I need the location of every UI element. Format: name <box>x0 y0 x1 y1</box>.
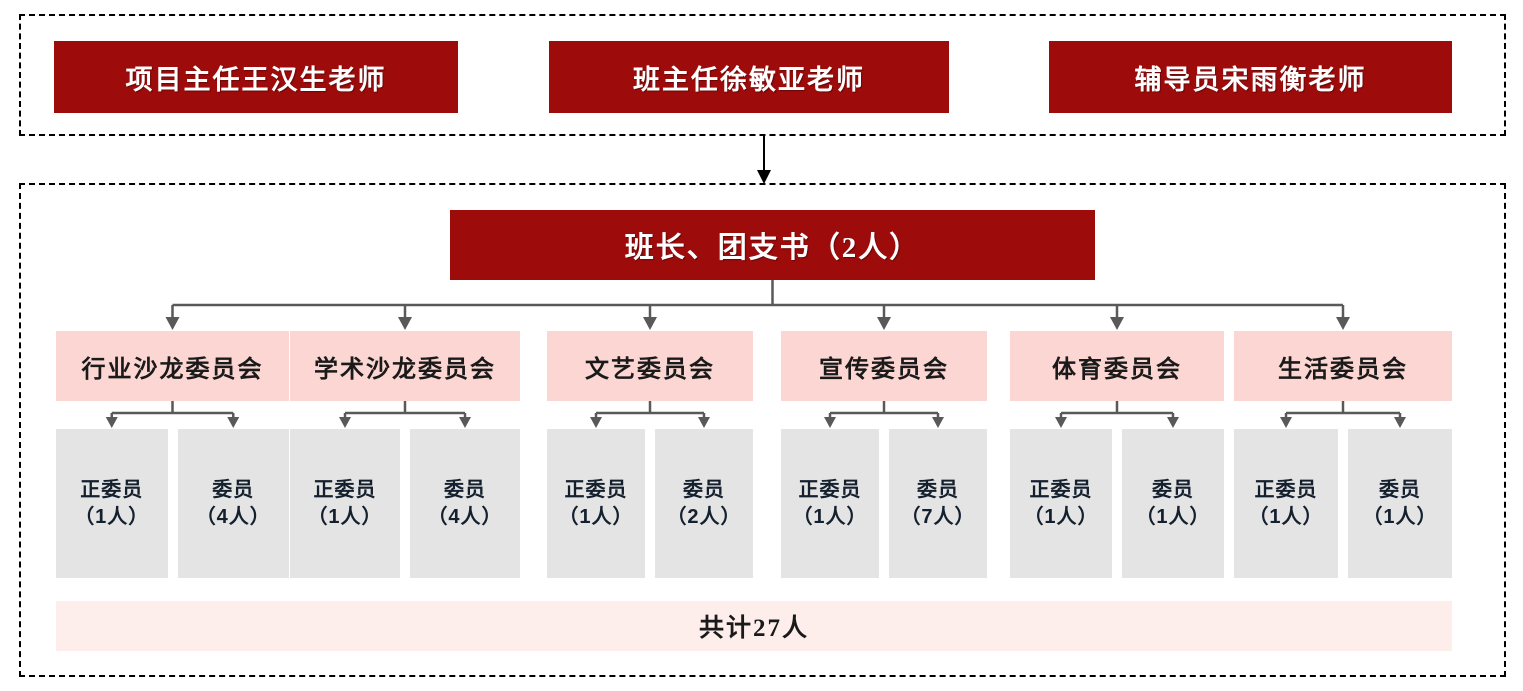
member-role-label: 正委员 <box>313 478 377 501</box>
member-box[interactable]: 正委员 （1人） <box>290 429 400 578</box>
member-count-label: （7人） <box>900 505 976 528</box>
committee-box-publicity[interactable]: 宣传委员会 <box>781 331 987 401</box>
member-count-label: （1人） <box>1023 505 1099 528</box>
teacher-box-project-director[interactable]: 项目主任王汉生老师 <box>54 41 458 113</box>
member-role-label: 正委员 <box>1254 478 1318 501</box>
committee-box-sports[interactable]: 体育委员会 <box>1010 331 1224 401</box>
member-role-label: 正委员 <box>564 478 628 501</box>
member-count-label: （1人） <box>1362 505 1438 528</box>
member-count-label: （2人） <box>666 505 742 528</box>
member-box[interactable]: 委员 （4人） <box>410 429 520 578</box>
member-role-label: 委员 <box>1379 478 1421 501</box>
committee-box-arts[interactable]: 文艺委员会 <box>547 331 753 401</box>
member-role-label: 正委员 <box>80 478 144 501</box>
member-box[interactable]: 委员 （2人） <box>655 429 753 578</box>
member-role-label: 委员 <box>1152 478 1194 501</box>
teacher-box-class-teacher[interactable]: 班主任徐敏亚老师 <box>549 41 949 113</box>
member-role-label: 委员 <box>444 478 486 501</box>
committee-box-welfare[interactable]: 生活委员会 <box>1234 331 1452 401</box>
teacher-box-counselor[interactable]: 辅导员宋雨衡老师 <box>1049 41 1452 113</box>
member-count-label: （1人） <box>307 505 383 528</box>
member-role-label: 委员 <box>917 478 959 501</box>
member-box[interactable]: 正委员 （1人） <box>56 429 168 578</box>
member-count-label: （4人） <box>427 505 503 528</box>
member-box[interactable]: 正委员 （1人） <box>1010 429 1112 578</box>
member-count-label: （1人） <box>792 505 868 528</box>
member-role-label: 委员 <box>212 478 255 501</box>
section-link-arrow-icon <box>757 136 771 184</box>
member-role-label: 委员 <box>683 478 725 501</box>
member-count-label: （1人） <box>74 505 150 528</box>
member-count-label: （1人） <box>558 505 634 528</box>
member-box[interactable]: 委员 （1人） <box>1122 429 1224 578</box>
member-count-label: （4人） <box>195 505 271 528</box>
member-box[interactable]: 委员 （1人） <box>1348 429 1452 578</box>
member-role-label: 正委员 <box>798 478 862 501</box>
member-box[interactable]: 委员 （7人） <box>889 429 987 578</box>
member-count-label: （1人） <box>1248 505 1324 528</box>
member-count-label: （1人） <box>1135 505 1211 528</box>
member-box[interactable]: 正委员 （1人） <box>1234 429 1338 578</box>
member-role-label: 正委员 <box>1029 478 1093 501</box>
committee-box-academic-salon[interactable]: 学术沙龙委员会 <box>290 331 520 401</box>
member-box[interactable]: 正委员 （1人） <box>547 429 645 578</box>
member-box[interactable]: 正委员 （1人） <box>781 429 879 578</box>
member-box[interactable]: 委员 （4人） <box>177 429 289 578</box>
class-leader-box[interactable]: 班长、团支书（2人） <box>450 210 1095 280</box>
committee-box-industry-salon[interactable]: 行业沙龙委员会 <box>56 331 289 401</box>
total-headcount-bar: 共计27人 <box>56 601 1452 651</box>
